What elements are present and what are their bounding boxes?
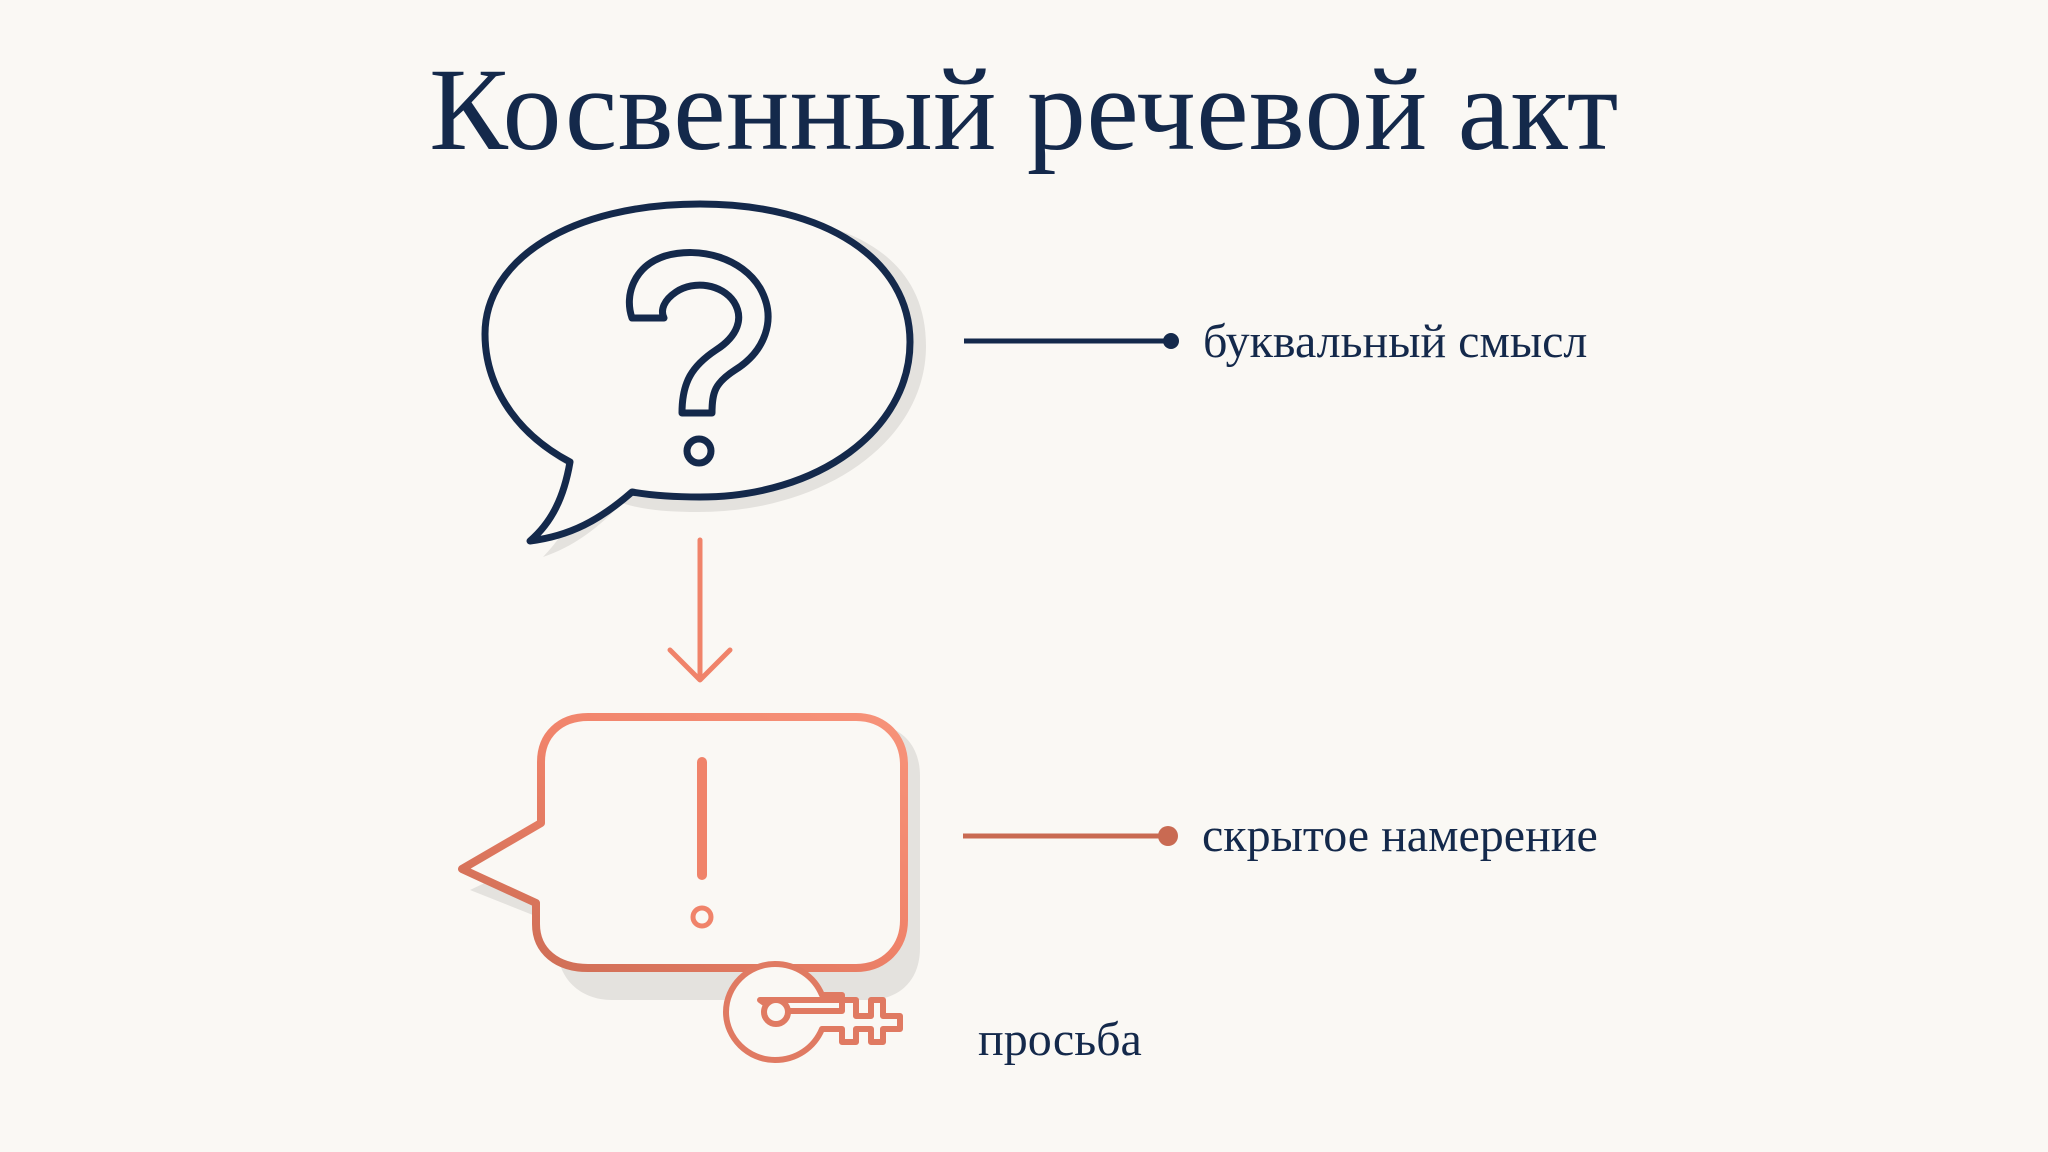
key-bow-hole [761,997,791,1027]
exclamation-mark-dot [690,905,714,929]
question-mark-dot [683,435,715,467]
exclamation-speech-bubble-icon [458,713,920,1000]
question-speech-bubble-icon [481,200,926,557]
exclamation-bubble-outline [458,713,908,972]
label-literal-meaning: буквальный смысл [1203,315,1588,368]
page-title: Косвенный речевой акт [429,44,1619,175]
connector-hidden-intent [963,826,1178,846]
arrow-down-icon [667,537,733,683]
label-hidden-intent: скрытое намерение [1202,809,1598,862]
question-mark-glyph [625,249,772,417]
key-outline [723,961,903,1063]
label-request: просьба [978,1013,1142,1066]
key-icon [723,961,903,1063]
connector-literal-meaning [964,333,1179,349]
